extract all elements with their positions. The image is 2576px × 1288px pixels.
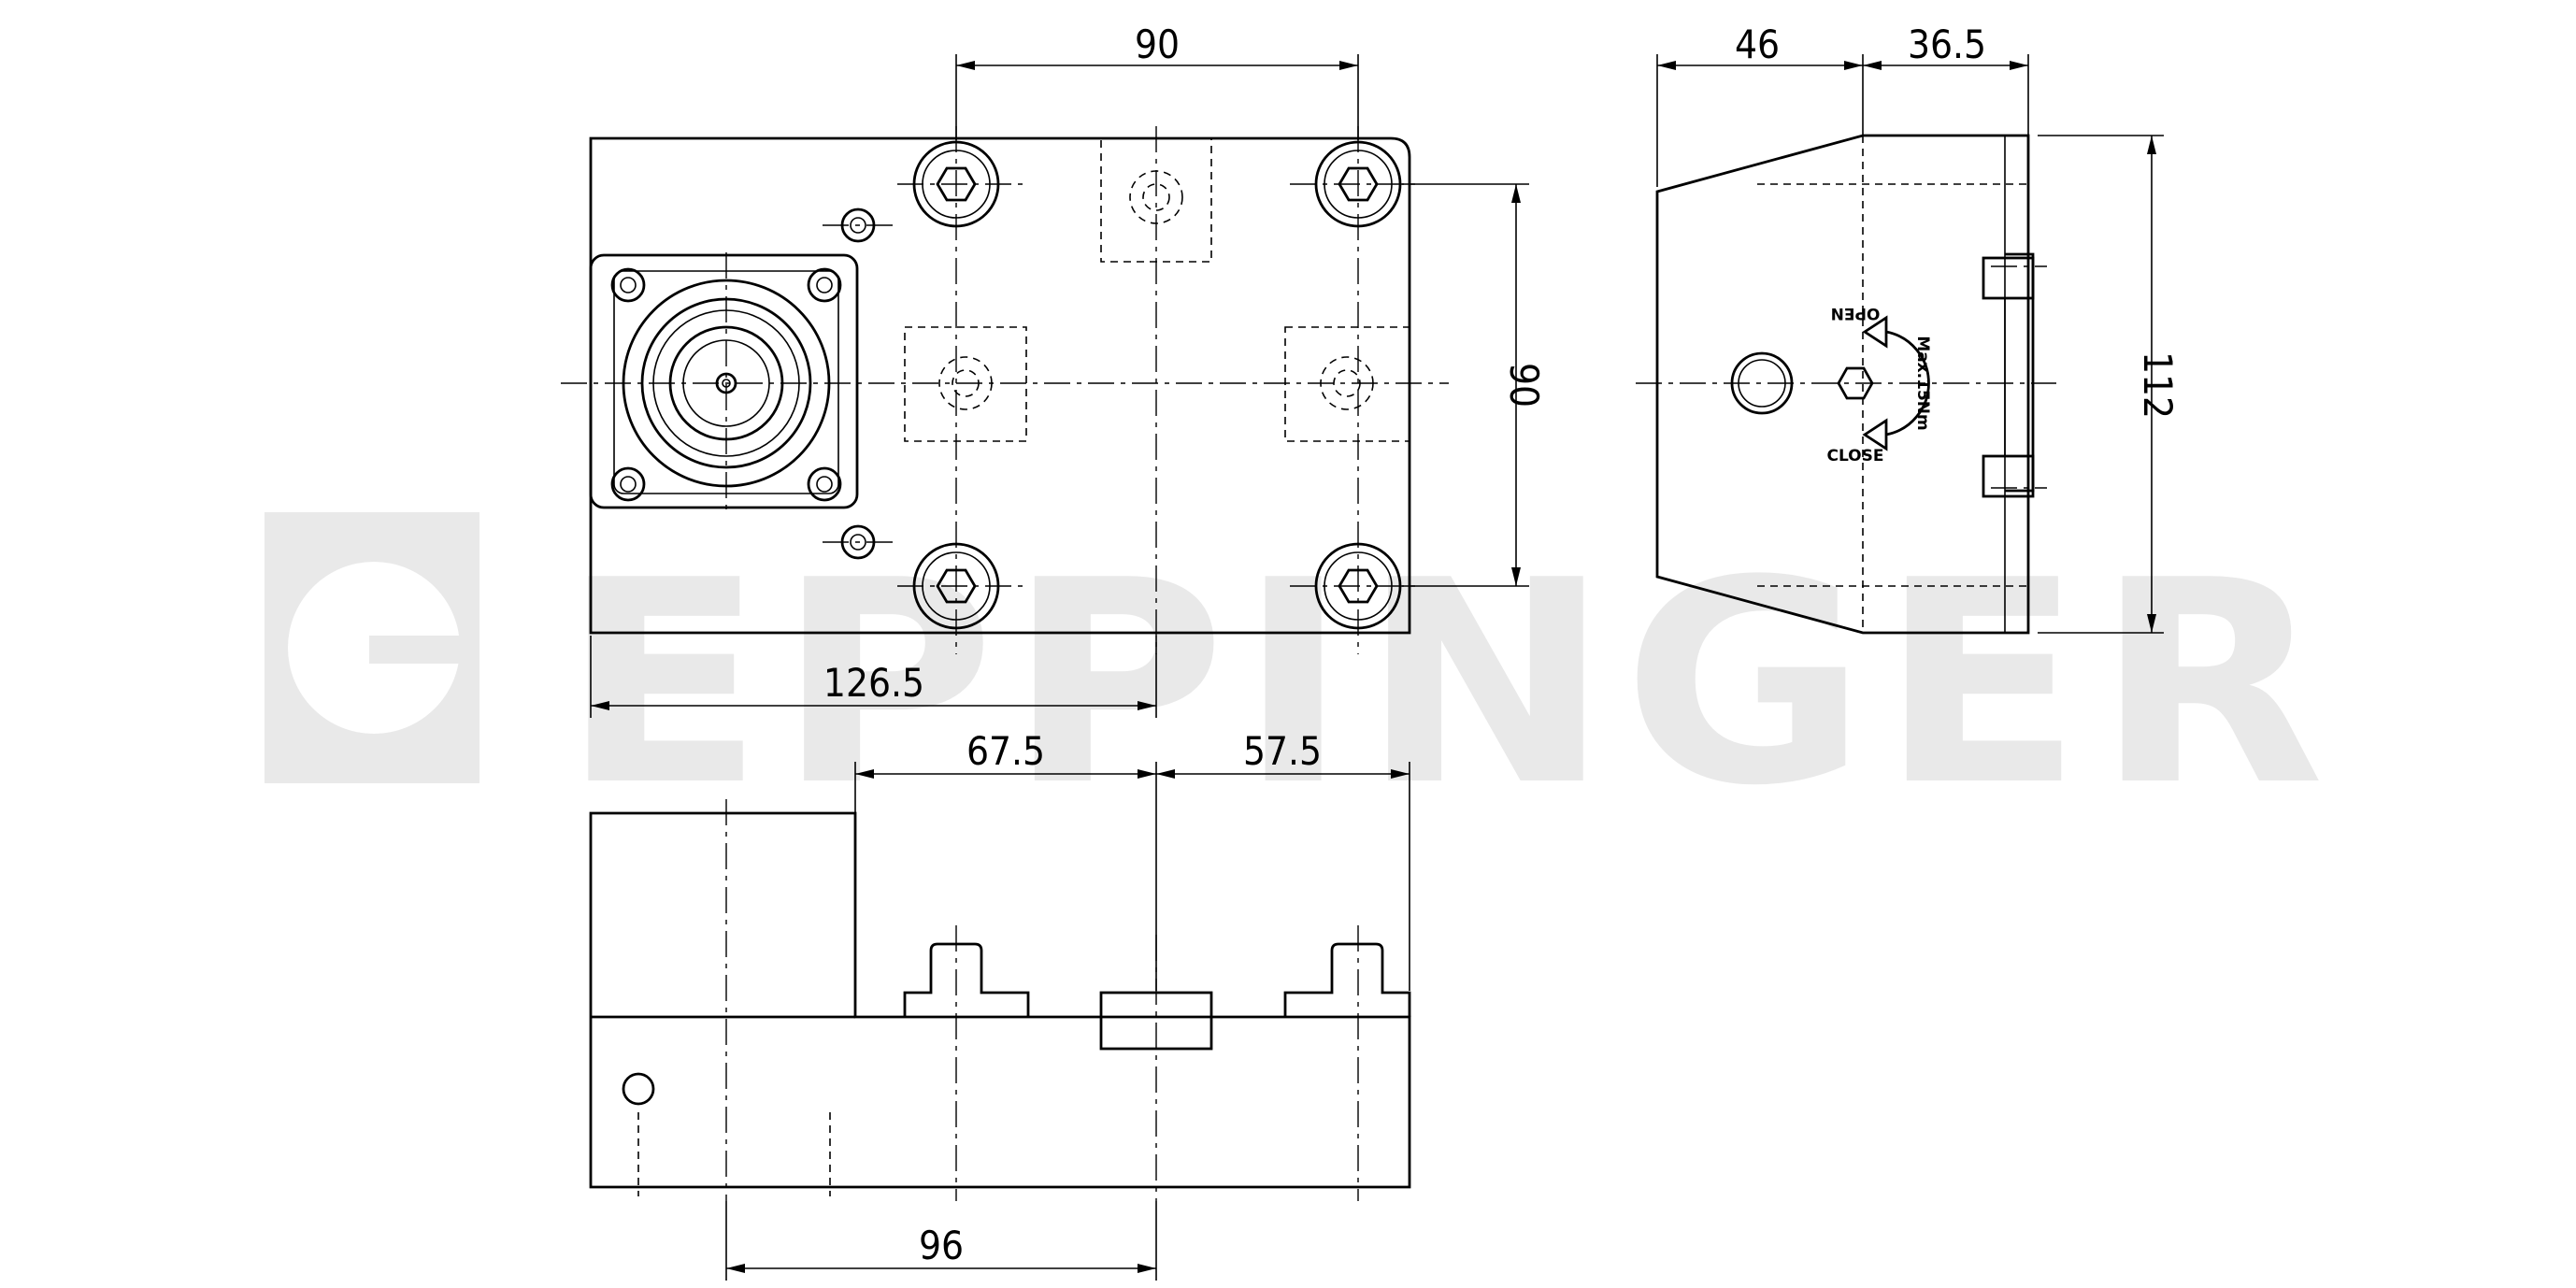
dim-right-90: 90	[1402, 183, 1547, 587]
top-view-outline	[589, 136, 1411, 635]
dim-front-top: 67.5 57.5	[854, 728, 1410, 991]
actuator-housing	[589, 253, 859, 509]
dim-label-67-5: 67.5	[966, 728, 1045, 774]
dim-label-112: 112	[2135, 351, 2181, 419]
watermark: EPPINGER	[265, 512, 2326, 847]
dim-top-90: 90	[955, 21, 1359, 140]
open-close-symbol: OPEN CLOSE Max.15Nm	[1826, 304, 1932, 465]
dim-label-96: 96	[919, 1223, 964, 1268]
dim-label-46: 46	[1735, 21, 1780, 67]
front-view-outline	[589, 811, 1411, 1189]
top-view: 90 90 126.5	[561, 21, 1547, 718]
top-view-centerlines	[561, 126, 1449, 654]
dim-label-126-5: 126.5	[823, 660, 924, 706]
front-view-lug-left	[903, 942, 1030, 1017]
front-view-pin-hole	[622, 1072, 655, 1106]
dim-label-57-5: 57.5	[1243, 728, 1322, 774]
dim-side-112: 112	[2038, 135, 2181, 634]
side-view-clamp-rail	[2005, 252, 2035, 493]
dim-front-96: 96	[725, 1201, 1157, 1281]
dim-label-top-90: 90	[1135, 21, 1180, 67]
actuator-corner-screws	[610, 267, 842, 502]
front-view-lug-right	[1283, 942, 1411, 1017]
dim-label-right-90: 90	[1501, 363, 1547, 408]
label-close: CLOSE	[1826, 447, 1883, 465]
side-view: OPEN CLOSE Max.15Nm 46 36.5 112	[1636, 21, 2181, 635]
watermark-logo-bar	[369, 636, 472, 664]
dim-label-36-5: 36.5	[1908, 21, 1986, 67]
dim-side-46-36: 46 36.5	[1656, 21, 2029, 187]
label-open: OPEN	[1831, 304, 1881, 322]
dim-overall-126: 126.5	[590, 636, 1157, 718]
label-max-torque: Max.15Nm	[1913, 336, 1932, 430]
front-view: 67.5 57.5 96	[589, 728, 1411, 1281]
side-view-shaft-hole	[1730, 351, 1794, 415]
